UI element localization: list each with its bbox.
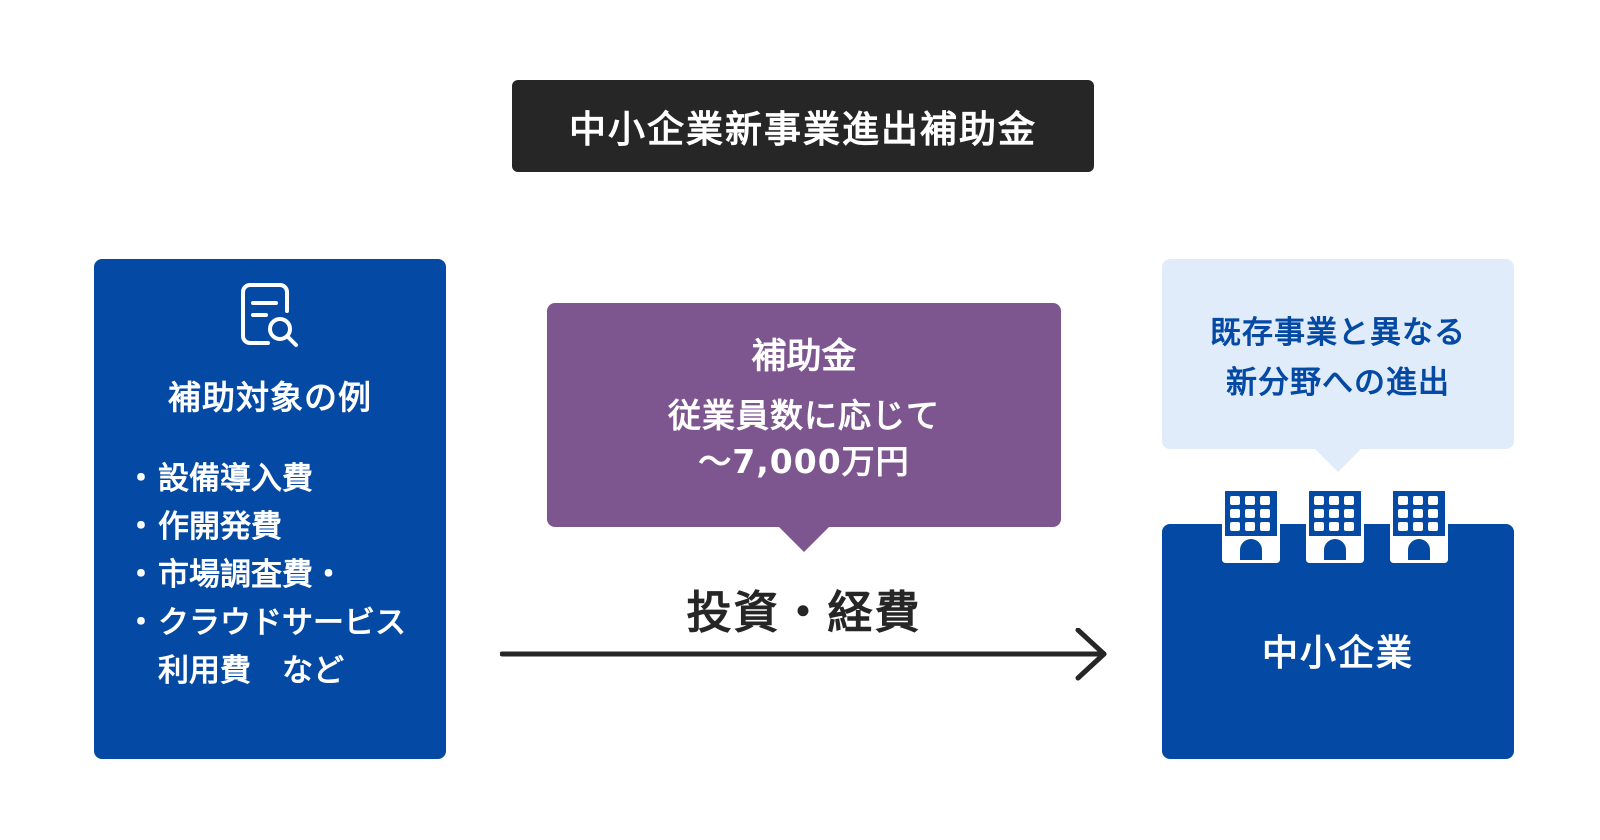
bullet: ・ <box>125 461 157 497</box>
bubble-line-1: 既存事業と異なる <box>1210 315 1466 351</box>
subsidy-targets-box: 補助対象の例 ・ 設備導入費 ・ 作開発費 ・ 市場調査費・ ・ クラウドサービ… <box>94 259 446 759</box>
new-field-bubble: 既存事業と異なる 新分野への進出 <box>1162 259 1514 449</box>
subsidy-targets-heading: 補助対象の例 <box>168 378 372 417</box>
bubble-line-2: 新分野への進出 <box>1226 365 1450 401</box>
flow-label: 投資・経費 <box>686 586 922 639</box>
list-item-text: 作開発費 <box>158 509 282 545</box>
document-search-icon <box>241 283 298 347</box>
list-item-text: 市場調査費・ <box>158 557 344 593</box>
office-building-icon <box>1222 488 1448 563</box>
bubble-pointer <box>1314 448 1362 472</box>
list-item-text: 設備導入費 <box>158 461 313 497</box>
list-item-text: クラウドサービス利用費 など <box>158 605 406 689</box>
bullet: ・ <box>125 557 157 593</box>
list-item: ・ 作開発費 <box>124 503 408 551</box>
subsidy-title: 補助金 <box>751 337 857 377</box>
bullet: ・ <box>125 605 157 641</box>
bullet: ・ <box>125 509 157 545</box>
list-item: ・ 設備導入費 <box>124 455 408 503</box>
list-item: ・ クラウドサービス利用費 など <box>124 599 408 695</box>
right-arrow-icon <box>500 628 1107 681</box>
sme-label: 中小企業 <box>1261 633 1414 674</box>
sme-box: 中小企業 <box>1162 524 1514 759</box>
diagram-title: 中小企業新事業進出補助金 <box>512 80 1094 172</box>
list-item: ・ 市場調査費・ <box>124 551 408 599</box>
callout-pointer <box>778 526 830 552</box>
subsidy-amount: 〜7,000万円 <box>698 442 910 481</box>
subsidy-targets-list: ・ 設備導入費 ・ 作開発費 ・ 市場調査費・ ・ クラウドサービス利用費 など <box>124 455 408 695</box>
subsidy-callout: 補助金 従業員数に応じて 〜7,000万円 <box>547 303 1061 527</box>
subsidy-condition: 従業員数に応じて <box>668 396 940 435</box>
